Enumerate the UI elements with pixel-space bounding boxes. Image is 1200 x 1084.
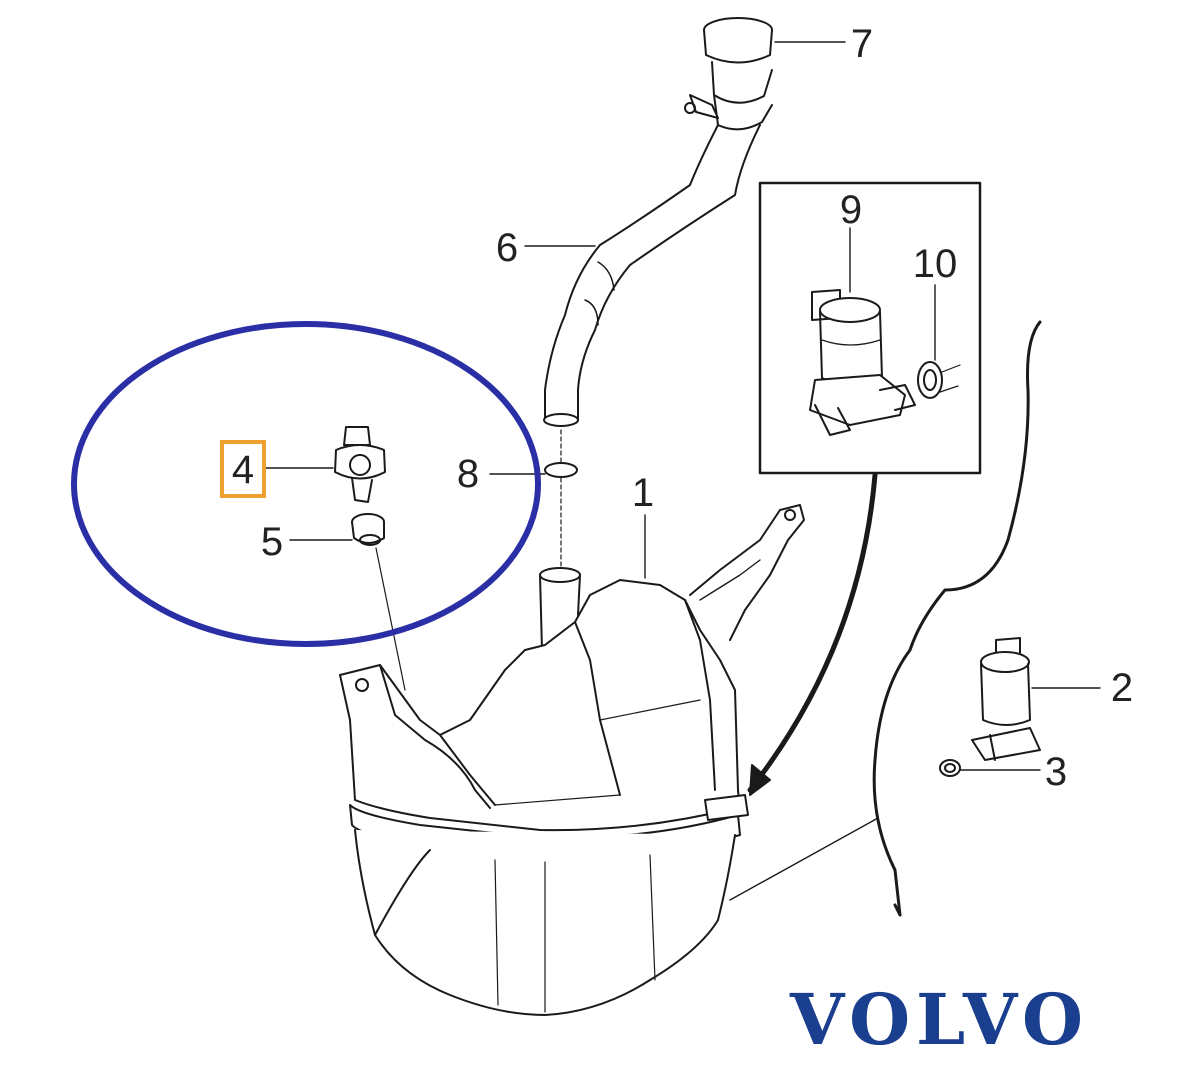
callout-7: 7 xyxy=(850,22,874,66)
callout-6: 6 xyxy=(495,226,519,270)
level-sensor xyxy=(334,426,386,503)
highlight-box xyxy=(220,440,266,498)
filler-cap xyxy=(684,17,773,131)
install-arrow xyxy=(747,472,878,793)
callout-10: 10 xyxy=(912,242,958,286)
callout-9: 9 xyxy=(839,188,863,232)
callout-8: 8 xyxy=(456,452,480,496)
pump-inset xyxy=(758,181,982,475)
grommet xyxy=(351,513,385,546)
callout-3: 3 xyxy=(1044,750,1068,794)
callout-2: 2 xyxy=(1110,666,1134,710)
callout-5: 5 xyxy=(260,520,284,564)
filler-hose xyxy=(543,124,761,427)
o-ring xyxy=(544,462,578,478)
washer-reservoir xyxy=(339,504,805,1016)
highlight-ellipse xyxy=(71,321,541,647)
washer-pump xyxy=(971,637,1041,761)
volvo-logo: VOLVO xyxy=(790,978,1090,1061)
leader-lines xyxy=(264,41,1101,901)
washer-tube xyxy=(872,320,1042,917)
pump-seal xyxy=(939,759,961,777)
callout-1: 1 xyxy=(631,471,655,515)
callout-4: 4 xyxy=(231,448,255,492)
